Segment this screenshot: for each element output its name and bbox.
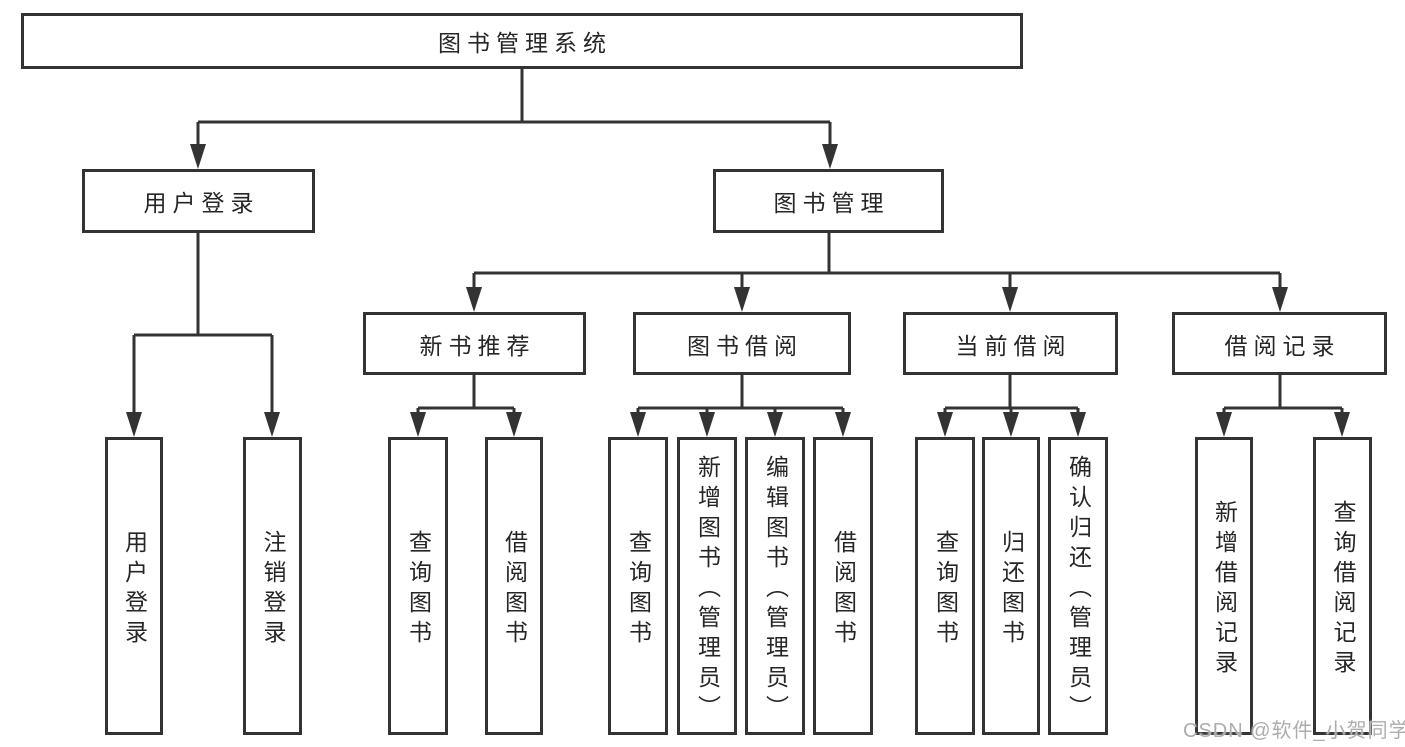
arrowheads [126, 144, 1350, 437]
leaf-confirm-return: 确认归还（管理员） [1048, 437, 1108, 735]
leaf-logout: 注销登录 [243, 437, 302, 735]
leaf-confirm-return-label: 确认归还（管理员） [1065, 454, 1092, 725]
arrowhead-icon [822, 144, 838, 169]
leaf-edit-book: 编辑图书（管理员） [745, 437, 805, 735]
node-borrow-record-label: 借阅记录 [1224, 332, 1341, 359]
arrowhead-icon [190, 144, 206, 169]
leaf-add-record-label: 新增借阅记录 [1211, 499, 1238, 680]
leaf-search-record: 查询借阅记录 [1313, 437, 1372, 735]
node-root: 图书管理系统 [21, 13, 1023, 69]
leaf-add-book: 新增图书（管理员） [677, 437, 737, 735]
node-root-label: 图书管理系统 [438, 30, 612, 56]
leaf-user-login-label: 用户登录 [121, 529, 148, 650]
node-book-mgmt-label: 图书管理 [773, 190, 890, 216]
arrowhead-icon [699, 412, 715, 437]
leaf-add-record: 新增借阅记录 [1195, 437, 1253, 735]
arrowhead-icon [1216, 412, 1232, 437]
leaf-search-book-1-label: 查询图书 [405, 529, 432, 650]
leaf-edit-book-label: 编辑图书（管理员） [762, 454, 789, 725]
node-user-login-label: 用户登录 [143, 190, 260, 216]
arrowhead-icon [937, 412, 953, 437]
leaf-search-book-2: 查询图书 [608, 437, 668, 735]
node-current-borrow: 当前借阅 [903, 312, 1118, 375]
arrowhead-icon [264, 412, 280, 437]
arrowhead-icon [1334, 412, 1350, 437]
connector-currentborrow-to-leaves [943, 375, 1080, 418]
arrowhead-icon [466, 287, 482, 312]
connector-userlogin-to-leaves [132, 233, 274, 418]
node-book-borrow-label: 图书借阅 [687, 332, 803, 359]
arrowhead-icon [506, 412, 522, 437]
leaf-borrow-book-1-label: 借阅图书 [501, 529, 528, 650]
arrowhead-icon [410, 412, 426, 437]
leaf-borrow-book-1: 借阅图书 [485, 437, 543, 735]
leaf-user-login: 用户登录 [105, 437, 163, 735]
arrowhead-icon [1272, 287, 1288, 312]
arrowhead-icon [630, 412, 646, 437]
leaf-search-book-2-label: 查询图书 [625, 529, 652, 650]
arrowhead-icon [1070, 412, 1086, 437]
node-new-book-rec-label: 新书推荐 [419, 332, 536, 359]
arrowhead-icon [1003, 412, 1019, 437]
leaf-borrow-book-2: 借阅图书 [813, 437, 873, 735]
leaf-search-book-1: 查询图书 [388, 437, 448, 735]
leaf-return-book: 归还图书 [982, 437, 1040, 735]
node-new-book-rec: 新书推荐 [363, 312, 586, 375]
arrowhead-icon [734, 287, 750, 312]
leaf-search-record-label: 查询借阅记录 [1330, 499, 1356, 680]
csdn-watermark: CSDN @软件_小贺同学 [1183, 720, 1405, 742]
connector-borrowrecord-to-leaves [1222, 375, 1344, 418]
leaf-search-book-3-label: 查询图书 [932, 529, 959, 650]
leaf-logout-label: 注销登录 [260, 529, 286, 650]
arrowhead-icon [126, 412, 142, 437]
node-borrow-record: 借阅记录 [1172, 312, 1387, 375]
connector-newbookrec-to-leaves [416, 375, 516, 418]
connector-bookmgmt-to-level3 [472, 233, 1282, 293]
leaf-return-book-label: 归还图书 [998, 529, 1025, 650]
node-current-borrow-label: 当前借阅 [955, 332, 1072, 359]
leaf-search-book-3: 查询图书 [915, 437, 975, 735]
node-book-mgmt: 图书管理 [713, 169, 944, 233]
arrowhead-icon [1002, 287, 1018, 312]
leaf-add-book-label: 新增图书（管理员） [694, 454, 721, 725]
arrowhead-icon [835, 412, 851, 437]
arrowhead-icon [767, 412, 783, 437]
connector-root-to-level2 [196, 69, 832, 150]
leaf-borrow-book-2-label: 借阅图书 [830, 529, 857, 650]
connector-bookborrow-to-leaves [636, 375, 845, 418]
node-user-login: 用户登录 [82, 169, 315, 233]
node-book-borrow: 图书借阅 [633, 312, 851, 375]
